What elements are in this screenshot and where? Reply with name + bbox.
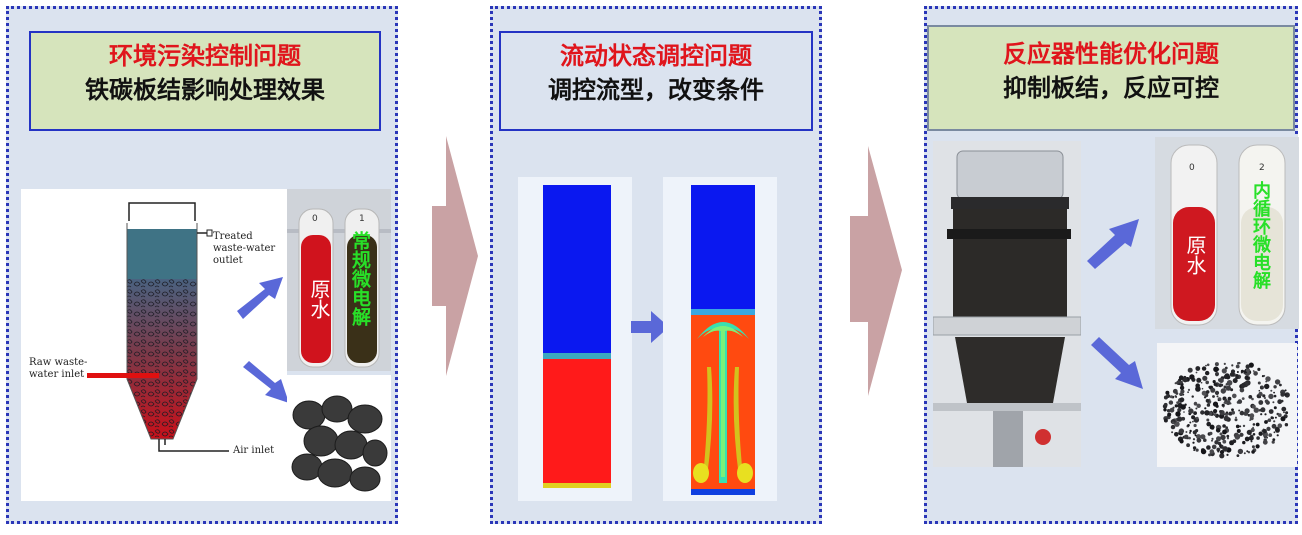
panel2-subtitle: 调控流型，改变条件 [548,76,764,104]
panel3-title: 反应器性能优化问题 [1003,40,1219,68]
reactor-schematic: Treated waste-water outlet Raw waste-wat… [21,189,287,501]
tube-num-right: 1 [359,214,365,224]
air-inlet-label: Air inlet [233,445,275,456]
simulation-before [518,177,632,501]
outlet-label: Treated waste-water outlet [213,231,276,266]
panel2-title-box: 流动状态调控问题 调控流型，改变条件 [499,31,813,131]
internal-circulation-label: 内循环微电解 [1250,181,1271,289]
raw-water-label-2: 原水 [1183,235,1207,275]
panel1-title-box: 环境污染控制问题 铁碳板结影响处理效果 [29,31,381,131]
panel3-blue-arrows [1087,219,1143,389]
panel2-title: 流动状态调控问题 [560,42,752,70]
flow-arrow-1 [432,136,478,376]
panel1-blue-arrows [237,277,289,403]
simulation-after [663,177,777,501]
panel-flow-regulation: 流动状态调控问题 调控流型，改变条件 [490,6,822,524]
tube-num-left: 0 [312,214,318,224]
panel3-subtitle: 抑制板结，反应可控 [1003,74,1219,102]
panel1-title: 环境污染控制问题 [109,42,301,70]
granules-texture [1162,361,1290,459]
tubes-photo-conventional: 0 1 原水 常规微电解 [287,189,391,371]
conventional-label: 常规微电解 [349,231,371,326]
panel-reactor-optimization: 反应器性能优化问题 抑制板结，反应可控 0 2 [924,6,1299,524]
reactor-photo [932,141,1082,467]
flow-arrow-2 [850,146,902,396]
inlet-label: Raw waste-water inlet [29,357,88,380]
tubes-photo-internal: 0 2 原水 内循环微电解 [1155,137,1299,329]
panel2-blue-arrow [631,311,669,343]
panel-pollution-control: 环境污染控制问题 铁碳板结影响处理效果 [6,6,398,524]
panel3-title-box: 反应器性能优化问题 抑制板结，反应可控 [927,25,1295,131]
reactor-diagram [87,202,229,452]
panel1-subtitle: 铁碳板结影响处理效果 [85,76,325,104]
granules-photo [1157,343,1297,467]
tube2-num-left: 0 [1189,163,1195,173]
iron-carbon-lumps-photo [287,375,391,501]
tube2-num-right: 2 [1259,163,1265,173]
raw-water-label-1: 原水 [307,279,331,319]
